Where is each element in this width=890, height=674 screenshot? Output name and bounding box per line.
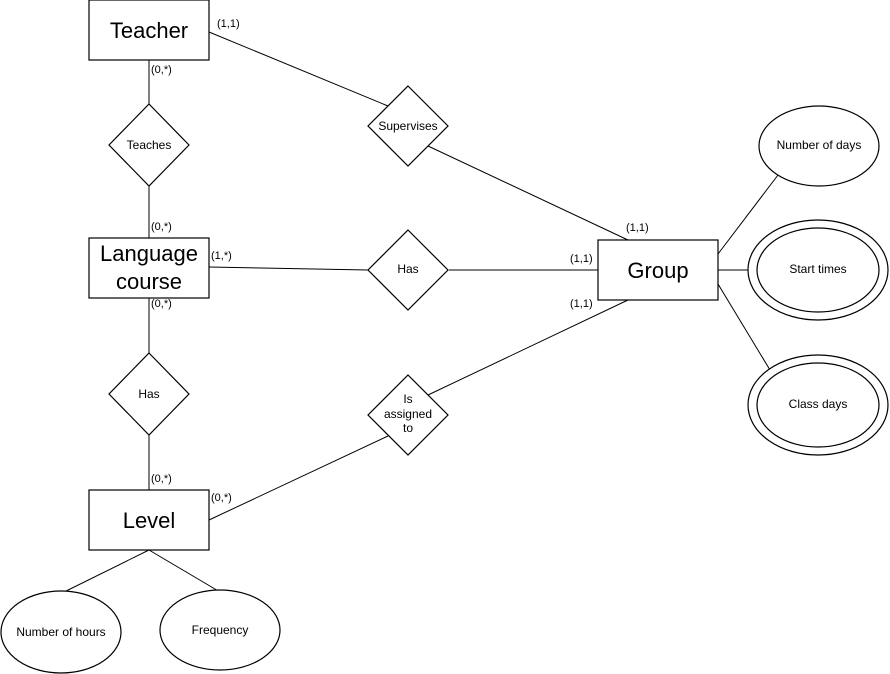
cardinality-teacher-teaches: (0,*) <box>151 64 172 76</box>
attribute-start-times-label: Start times <box>789 262 846 276</box>
relationship-supervises-label: Supervises <box>378 119 437 133</box>
cardinality-level-assigned: (0,*) <box>211 492 232 504</box>
relationship-teaches-label: Teaches <box>127 138 172 152</box>
relationship-has-course-group-label: Has <box>397 262 418 276</box>
line-course-has <box>208 266 369 271</box>
line-group-class-days <box>717 283 771 371</box>
attribute-class-days-label: Class days <box>789 397 848 411</box>
cardinality-level-has: (0,*) <box>151 473 172 485</box>
attribute-class-days[interactable]: Class days <box>747 354 889 456</box>
relationship-is-assigned-to-label-line2: assigned <box>384 407 432 421</box>
entity-language-course[interactable]: Language course <box>88 237 210 299</box>
cardinality-group-supervises: (1,1) <box>626 222 649 234</box>
entity-group-label: Group <box>627 258 688 283</box>
line-teacher-supervises <box>208 31 389 107</box>
line-level-frequency <box>148 549 221 593</box>
line-level-number-of-hours <box>59 549 150 595</box>
relationship-supervises[interactable]: Supervises <box>367 85 449 167</box>
attribute-number-of-days-label: Number of days <box>777 138 862 152</box>
entity-language-course-label-line1: Language <box>100 241 198 266</box>
entity-teacher[interactable]: Teacher <box>88 0 210 61</box>
line-supervises-group <box>427 145 629 241</box>
entity-level[interactable]: Level <box>88 489 210 551</box>
cardinality-labels: (1,1) (0,*) (0,*) (1,*) (0,*) (1,1) (1,1… <box>151 18 649 504</box>
attribute-number-of-hours[interactable]: Number of hours <box>0 590 122 674</box>
connector-lines <box>59 31 779 595</box>
relationship-has-course-group[interactable]: Has <box>367 229 449 311</box>
cardinality-course-has-group: (1,*) <box>211 250 232 262</box>
entity-level-label: Level <box>123 508 176 533</box>
relationship-is-assigned-to[interactable]: Is assigned to <box>367 374 449 456</box>
attribute-frequency[interactable]: Frequency <box>159 589 281 671</box>
cardinality-course-teaches: (0,*) <box>151 221 172 233</box>
relationship-has-course-level[interactable]: Has <box>108 352 190 436</box>
entity-teacher-label: Teacher <box>110 18 188 43</box>
cardinality-teacher-supervises: (1,1) <box>217 18 240 30</box>
entity-language-course-label-line2: course <box>116 269 182 294</box>
relationship-is-assigned-to-label-line1: Is <box>403 392 412 406</box>
relationship-teaches[interactable]: Teaches <box>108 103 190 187</box>
cardinality-course-has-level: (0,*) <box>151 298 172 310</box>
entity-group[interactable]: Group <box>597 239 719 301</box>
attribute-number-of-days[interactable]: Number of days <box>758 105 880 187</box>
cardinality-group-assigned: (1,1) <box>570 298 593 310</box>
attribute-frequency-label: Frequency <box>192 623 249 637</box>
attribute-start-times[interactable]: Start times <box>747 219 889 321</box>
line-assigned-group <box>427 299 629 396</box>
line-group-number-of-days <box>717 174 779 255</box>
relationship-is-assigned-to-label-line3: to <box>403 421 413 435</box>
line-level-assigned <box>208 435 389 521</box>
relationship-has-course-level-label: Has <box>138 387 159 401</box>
cardinality-group-has: (1,1) <box>570 253 593 265</box>
attribute-number-of-hours-label: Number of hours <box>16 625 105 639</box>
